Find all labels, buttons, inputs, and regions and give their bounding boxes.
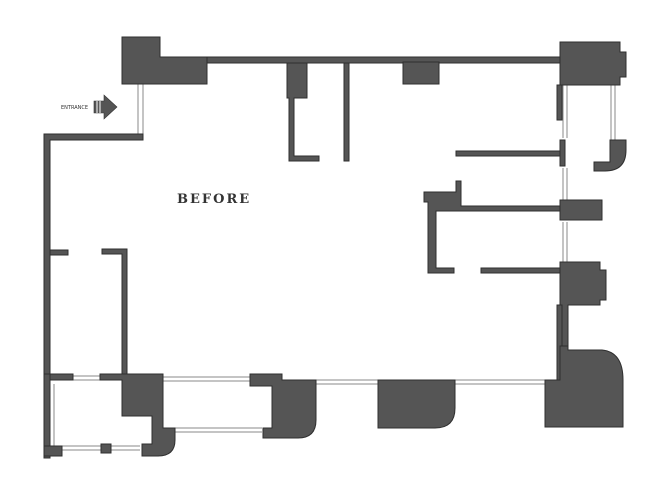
window-glazing bbox=[49, 82, 616, 451]
top-right-column bbox=[559, 41, 627, 86]
partition-horizontal-1 bbox=[455, 150, 563, 157]
partition-vertical-2 bbox=[343, 62, 350, 162]
right-column-2 bbox=[559, 199, 603, 221]
lower-left-stub-1 bbox=[49, 249, 69, 256]
top-pier bbox=[402, 61, 440, 85]
right-wall-segment-1 bbox=[556, 84, 563, 121]
walls bbox=[43, 36, 627, 459]
bottom-left-column bbox=[99, 373, 176, 457]
top-wall bbox=[159, 56, 563, 64]
bottom-center-column bbox=[377, 379, 456, 429]
right-column-3 bbox=[559, 261, 607, 347]
plan-title: BEFORE bbox=[177, 192, 251, 207]
partition-horizontal-2 bbox=[480, 267, 563, 274]
top-left-column bbox=[121, 36, 208, 85]
entrance-marker: ENTRANCE bbox=[61, 94, 118, 120]
lower-left-wall-corner bbox=[43, 445, 63, 457]
partition-stub-1 bbox=[559, 139, 566, 167]
partition-room-right bbox=[423, 180, 563, 274]
entrance-label: ENTRANCE bbox=[61, 105, 88, 111]
partition-column-1 bbox=[286, 62, 320, 162]
bottom-left-center-column bbox=[249, 373, 317, 439]
lower-left-wall-side bbox=[43, 373, 51, 459]
lower-left-mullion bbox=[100, 443, 112, 454]
lower-left-partition bbox=[101, 248, 128, 378]
right-column-rounded-1 bbox=[593, 139, 627, 172]
bottom-right-column bbox=[544, 345, 624, 428]
